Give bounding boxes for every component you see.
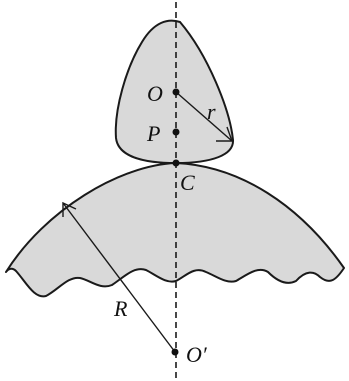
label-R: R <box>113 296 128 321</box>
radius-r-line <box>175 91 233 142</box>
label-C: C <box>180 170 195 195</box>
point-P <box>172 128 180 136</box>
label-P: P <box>146 121 160 146</box>
label-O-prime: O′ <box>186 342 208 367</box>
radius-R-line <box>62 202 176 353</box>
label-O: O <box>147 81 163 106</box>
large-body <box>5 162 345 298</box>
label-r: r <box>207 99 216 124</box>
point-O-prime <box>171 348 179 356</box>
point-C <box>172 159 180 167</box>
radius-r-arrowhead <box>216 126 233 142</box>
point-O <box>172 88 180 96</box>
radius-R-arrowhead <box>62 201 77 217</box>
